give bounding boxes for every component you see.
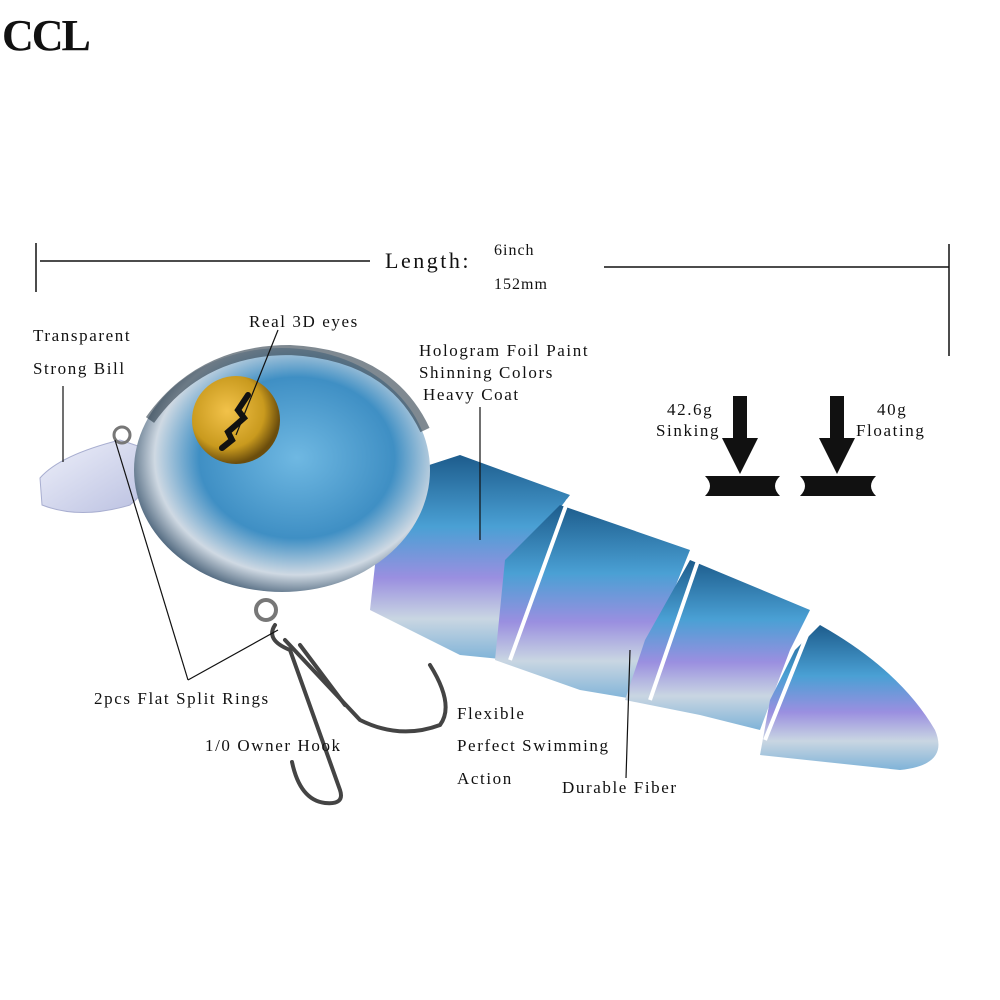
- bill-callout-line2: Strong Bill: [33, 359, 126, 378]
- treble-hook: [270, 623, 448, 806]
- bill-callout-line1: Transparent: [33, 326, 132, 345]
- floating-arrow-icon: [800, 396, 876, 496]
- sinking-label: Sinking: [656, 421, 721, 440]
- body-segments: [370, 455, 939, 770]
- leader-lines: [62, 329, 631, 779]
- length-inch: 6inch: [494, 242, 535, 259]
- hook-callout: 1/0 Owner Hook: [205, 736, 342, 755]
- paint-callout-line1: Hologram Foil Paint: [419, 341, 590, 360]
- sinking-arrow-icon: [705, 396, 780, 496]
- length-label: Length:: [385, 248, 471, 273]
- eye-shape: [192, 376, 280, 464]
- floating-weight: 40g: [877, 400, 908, 419]
- paint-callout-line3: Heavy Coat: [423, 385, 520, 404]
- swim-callout-line3: Action: [457, 769, 513, 788]
- swim-callout-line2: Perfect Swimming: [457, 736, 610, 755]
- fiber-callout: Durable Fiber: [562, 778, 678, 797]
- eyes-callout: Real 3D eyes: [249, 312, 359, 331]
- brand-logo: CCL: [2, 11, 91, 60]
- sinking-weight: 42.6g: [667, 400, 714, 419]
- split-rings-callout: 2pcs Flat Split Rings: [94, 689, 270, 708]
- floating-label: Floating: [856, 421, 926, 440]
- swim-callout-line1: Flexible: [457, 704, 526, 723]
- length-dimension: [35, 243, 950, 356]
- length-mm: 152mm: [494, 276, 548, 293]
- paint-callout-line2: Shinning Colors: [419, 363, 554, 382]
